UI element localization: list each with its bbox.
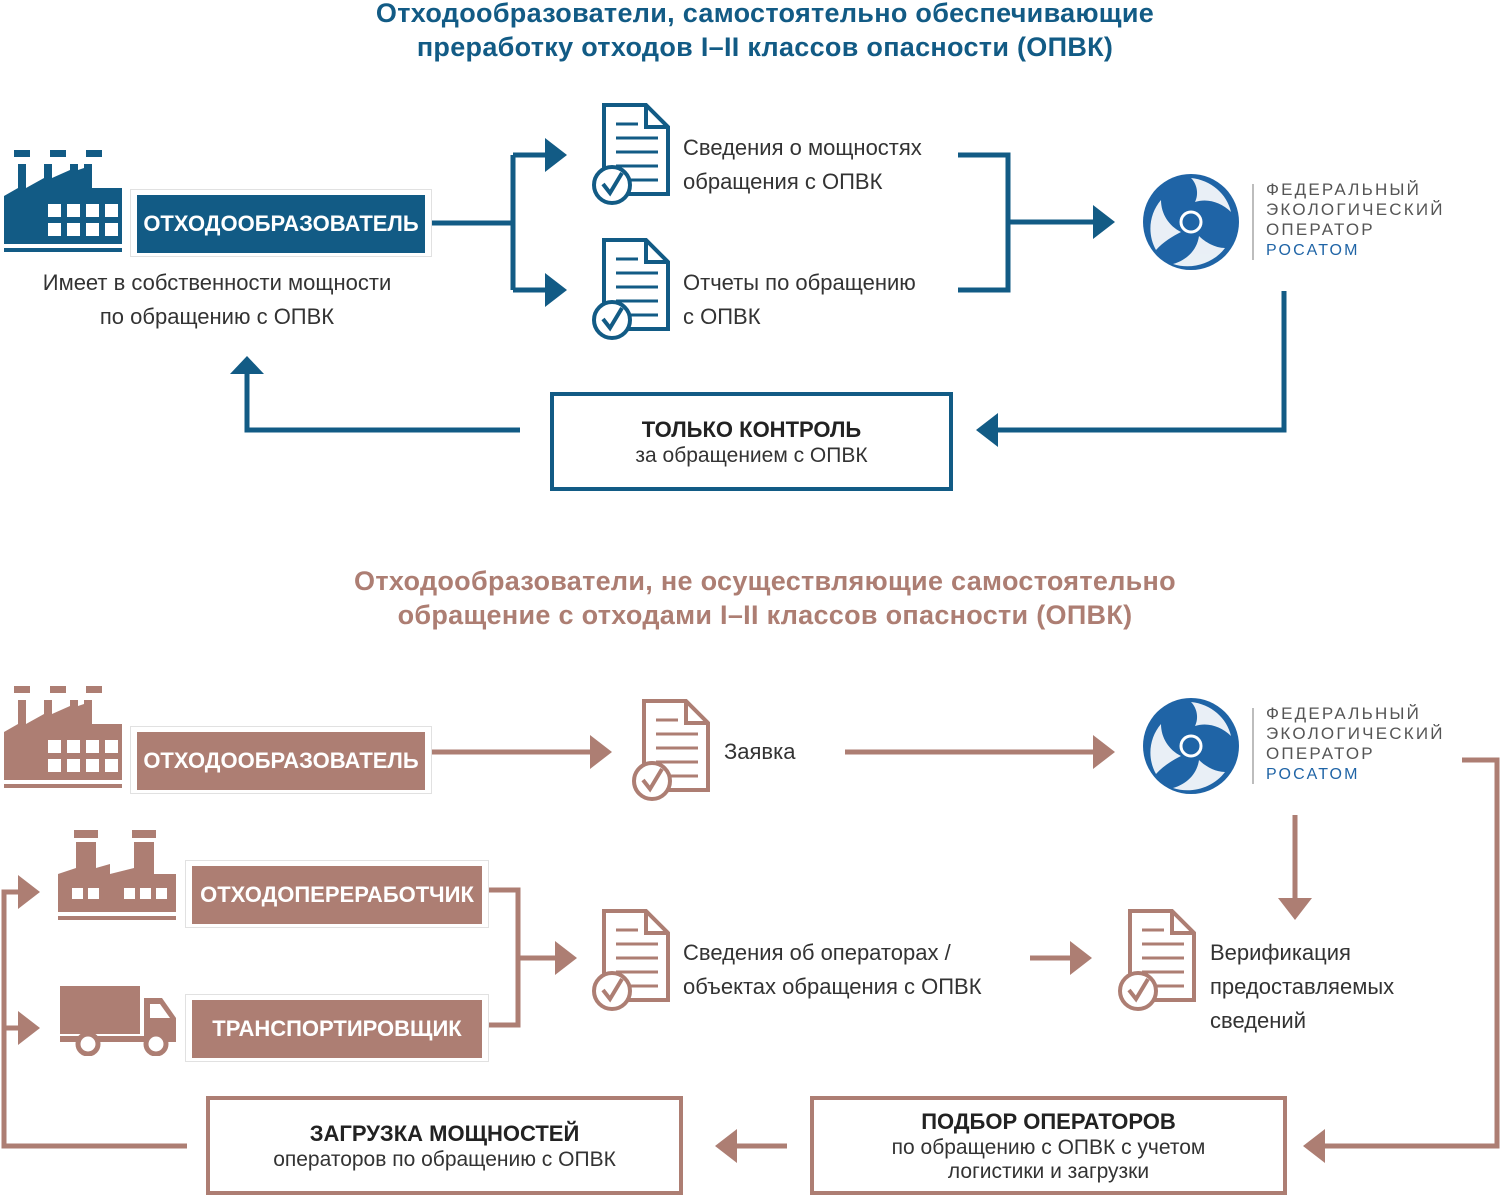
arrow-icon	[18, 875, 40, 909]
bottom-title-line2: обращение с отходами I–II классов опасно…	[397, 600, 1133, 630]
operators-info-line2: объектах обращения с ОПВК	[683, 974, 982, 999]
logo-brand: РОСАТОМ	[1266, 766, 1360, 783]
generator-description: Имеет в собственности мощности по обраще…	[12, 266, 422, 334]
generator-label: ОТХОДООБРАЗОВАТЕЛЬ	[137, 195, 425, 253]
arrow-icon	[1278, 898, 1312, 920]
document-check-icon	[592, 103, 670, 205]
logo-line2: ЭКОЛОГИЧЕСКИЙ	[1266, 724, 1445, 743]
document-check-icon	[1118, 909, 1196, 1011]
load-subtitle: операторов по обращению с ОПВК	[273, 1148, 616, 1171]
arrow-icon	[1303, 1129, 1325, 1163]
verification-text: Верификация предоставляемых сведений	[1210, 936, 1394, 1038]
arrow-icon	[555, 941, 577, 975]
arrow-icon	[590, 735, 612, 769]
logo-brand: РОСАТОМ	[1266, 242, 1360, 259]
arrow-icon	[1093, 205, 1115, 239]
verification-line3: сведений	[1210, 1008, 1306, 1033]
verification-line2: предоставляемых	[1210, 974, 1395, 999]
operators-info-line1: Сведения об операторах /	[683, 940, 951, 965]
operator-logo-text: ФЕДЕРАЛЬНЫЙ ЭКОЛОГИЧЕСКИЙ ОПЕРАТОР РОСАТ…	[1266, 180, 1445, 262]
control-subtitle: за обращением с ОПВК	[635, 444, 868, 467]
processor-factory-icon	[58, 830, 176, 920]
doc-reports-line2: с ОПВК	[683, 304, 761, 329]
bottom-operator-logo-text: ФЕДЕРАЛЬНЫЙ ЭКОЛОГИЧЕСКИЙ ОПЕРАТОР РОСАТ…	[1266, 704, 1445, 786]
connector-docs-to-operator	[958, 152, 1095, 293]
connector-generator-to-docs	[432, 152, 545, 293]
document-check-icon	[592, 909, 670, 1011]
arrow-icon	[545, 273, 567, 307]
application-label: Заявка	[724, 739, 796, 764]
connector-control-to-generator	[244, 372, 520, 433]
top-title-line1: Отходообразователи, самостоятельно обесп…	[375, 0, 1155, 28]
logo-divider	[1252, 708, 1254, 784]
selection-title: ПОДБОР ОПЕРАТОРОВ	[921, 1109, 1176, 1134]
processor-label-frame: ОТХОДОПЕРЕРАБОТЧИК	[185, 860, 489, 928]
logo-line2: ЭКОЛОГИЧЕСКИЙ	[1266, 200, 1445, 219]
top-title-line2: преработку отходов I–II классов опасност…	[416, 32, 1114, 62]
logo-divider	[1252, 184, 1254, 260]
transporter-label-frame: ТРАНСПОРТИРОВЩИК	[185, 994, 489, 1062]
generator-label-frame: ОТХОДООБРАЗОВАТЕЛЬ	[130, 189, 432, 257]
bottom-section-title: Отходообразователи, не осуществляющие са…	[0, 564, 1500, 632]
doc-reports-line1: Отчеты по обращению	[683, 270, 916, 295]
arrow-icon	[230, 356, 264, 374]
doc-reports-info: Отчеты по обращению с ОПВК	[683, 266, 916, 334]
connector-load-to-suppliers	[1, 889, 187, 1149]
logo-line1: ФЕДЕРАЛЬНЫЙ	[1266, 704, 1422, 723]
arrow-icon	[1093, 735, 1115, 769]
arrow-icon	[18, 1011, 40, 1045]
document-check-icon	[632, 699, 710, 801]
selection-sub-line2: логистики и загрузки	[947, 1160, 1150, 1183]
bottom-generator-label: ОТХОДООБРАЗОВАТЕЛЬ	[137, 732, 425, 790]
arrow-icon	[545, 138, 567, 172]
logo-line3: ОПЕРАТОР	[1266, 220, 1375, 239]
verification-line1: Верификация	[1210, 940, 1351, 965]
rosatom-logo-icon	[1143, 174, 1239, 270]
arrow-icon	[976, 413, 998, 447]
connector-operator-to-selection	[1325, 757, 1500, 1149]
load-title: ЗАГРУЗКА МОЩНОСТЕЙ	[309, 1121, 580, 1146]
doc-capacity-info: Сведения о мощностях обращения с ОПВК	[683, 131, 922, 199]
connector-operator-to-control	[995, 291, 1287, 433]
doc-capacity-line1: Сведения о мощностях	[683, 135, 922, 160]
operators-info: Сведения об операторах / объектах обраще…	[683, 936, 982, 1004]
truck-icon	[60, 986, 176, 1056]
bottom-title-line1: Отходообразователи, не осуществляющие са…	[354, 566, 1176, 596]
doc-capacity-line2: обращения с ОПВК	[683, 169, 883, 194]
connector-suppliers-to-info	[489, 887, 555, 1028]
selection-sub-line1: по обращению с ОПВК с учетом	[891, 1136, 1206, 1159]
arrow-icon	[715, 1129, 737, 1163]
logo-line3: ОПЕРАТОР	[1266, 744, 1375, 763]
generator-desc-line2: по обращению с ОПВК	[99, 304, 335, 329]
document-check-icon	[592, 238, 670, 340]
factory-icon	[4, 150, 122, 252]
rosatom-logo-icon	[1143, 698, 1239, 794]
generator-desc-line1: Имеет в собственности мощности	[42, 270, 392, 295]
operator-selection-box: ПОДБОР ОПЕРАТОРОВ по обращению с ОПВК с …	[810, 1096, 1287, 1195]
control-only-box: ТОЛЬКО КОНТРОЛЬ за обращением с ОПВК	[550, 392, 953, 491]
top-section-title: Отходообразователи, самостоятельно обесп…	[0, 0, 1500, 64]
logo-line1: ФЕДЕРАЛЬНЫЙ	[1266, 180, 1422, 199]
processor-label: ОТХОДОПЕРЕРАБОТЧИК	[192, 866, 482, 924]
load-capacities-box: ЗАГРУЗКА МОЩНОСТЕЙ операторов по обращен…	[206, 1096, 683, 1195]
bottom-generator-label-frame: ОТХОДООБРАЗОВАТЕЛЬ	[130, 726, 432, 794]
factory-icon	[4, 686, 122, 788]
arrow-icon	[1070, 941, 1092, 975]
transporter-label: ТРАНСПОРТИРОВЩИК	[192, 1000, 482, 1058]
control-title: ТОЛЬКО КОНТРОЛЬ	[641, 417, 862, 442]
